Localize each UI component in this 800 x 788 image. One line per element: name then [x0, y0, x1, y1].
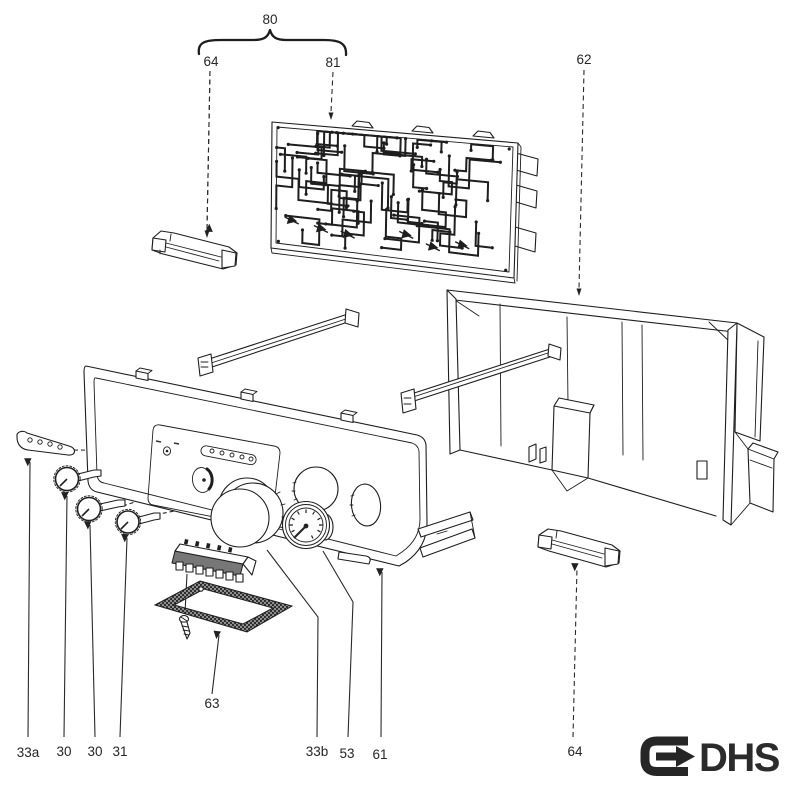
part-label-64-top: 64	[203, 54, 219, 69]
part-label-33b: 33b	[306, 744, 329, 759]
dhs-logo-text: DHS	[699, 736, 780, 780]
dhs-logo-arrow-frame	[640, 736, 688, 776]
crossmember-housing	[400, 343, 562, 414]
mounting-rail-64-bottom	[537, 528, 621, 568]
part-label-53: 53	[339, 746, 354, 761]
crossmember-upper	[197, 308, 360, 377]
part-label-30-second: 30	[87, 744, 102, 759]
indicator-strip-33a	[16, 430, 76, 456]
knob-31	[114, 508, 161, 536]
terminal-block	[171, 539, 257, 583]
callout-labels: 80 64 81 62 33a 30 30 31 63 33b 53 61 64	[17, 12, 592, 762]
knob-30-second	[75, 495, 126, 523]
gauge-53	[281, 500, 371, 565]
rear-housing-62	[446, 289, 779, 526]
gauge-clamp-tab	[337, 551, 371, 565]
circuit-board-81	[270, 120, 539, 284]
dhs-logo: DHS	[640, 736, 781, 780]
mounting-rail-64-top	[151, 230, 238, 270]
part-label-31: 31	[112, 744, 127, 759]
lens-33b	[210, 482, 287, 548]
front-bezel-61	[83, 365, 476, 567]
group-brace-80	[197, 28, 348, 57]
part-label-80: 80	[262, 12, 277, 27]
part-label-64-bottom: 64	[567, 744, 583, 759]
terminal-pins	[175, 561, 244, 583]
indicator-slot	[200, 445, 257, 466]
part-label-33a: 33a	[17, 745, 40, 760]
leader-lines	[24, 69, 585, 738]
knob-hole	[191, 467, 214, 493]
knob-30-first	[53, 465, 102, 493]
gasket-63	[153, 580, 294, 633]
part-label-81: 81	[325, 55, 340, 70]
part-label-62: 62	[576, 52, 591, 67]
part-label-61: 61	[372, 747, 387, 762]
dhs-logo-arrow-icon	[656, 746, 695, 767]
part-label-63: 63	[204, 696, 219, 711]
part-label-30-first: 30	[56, 744, 71, 759]
switch-hole	[155, 440, 180, 456]
